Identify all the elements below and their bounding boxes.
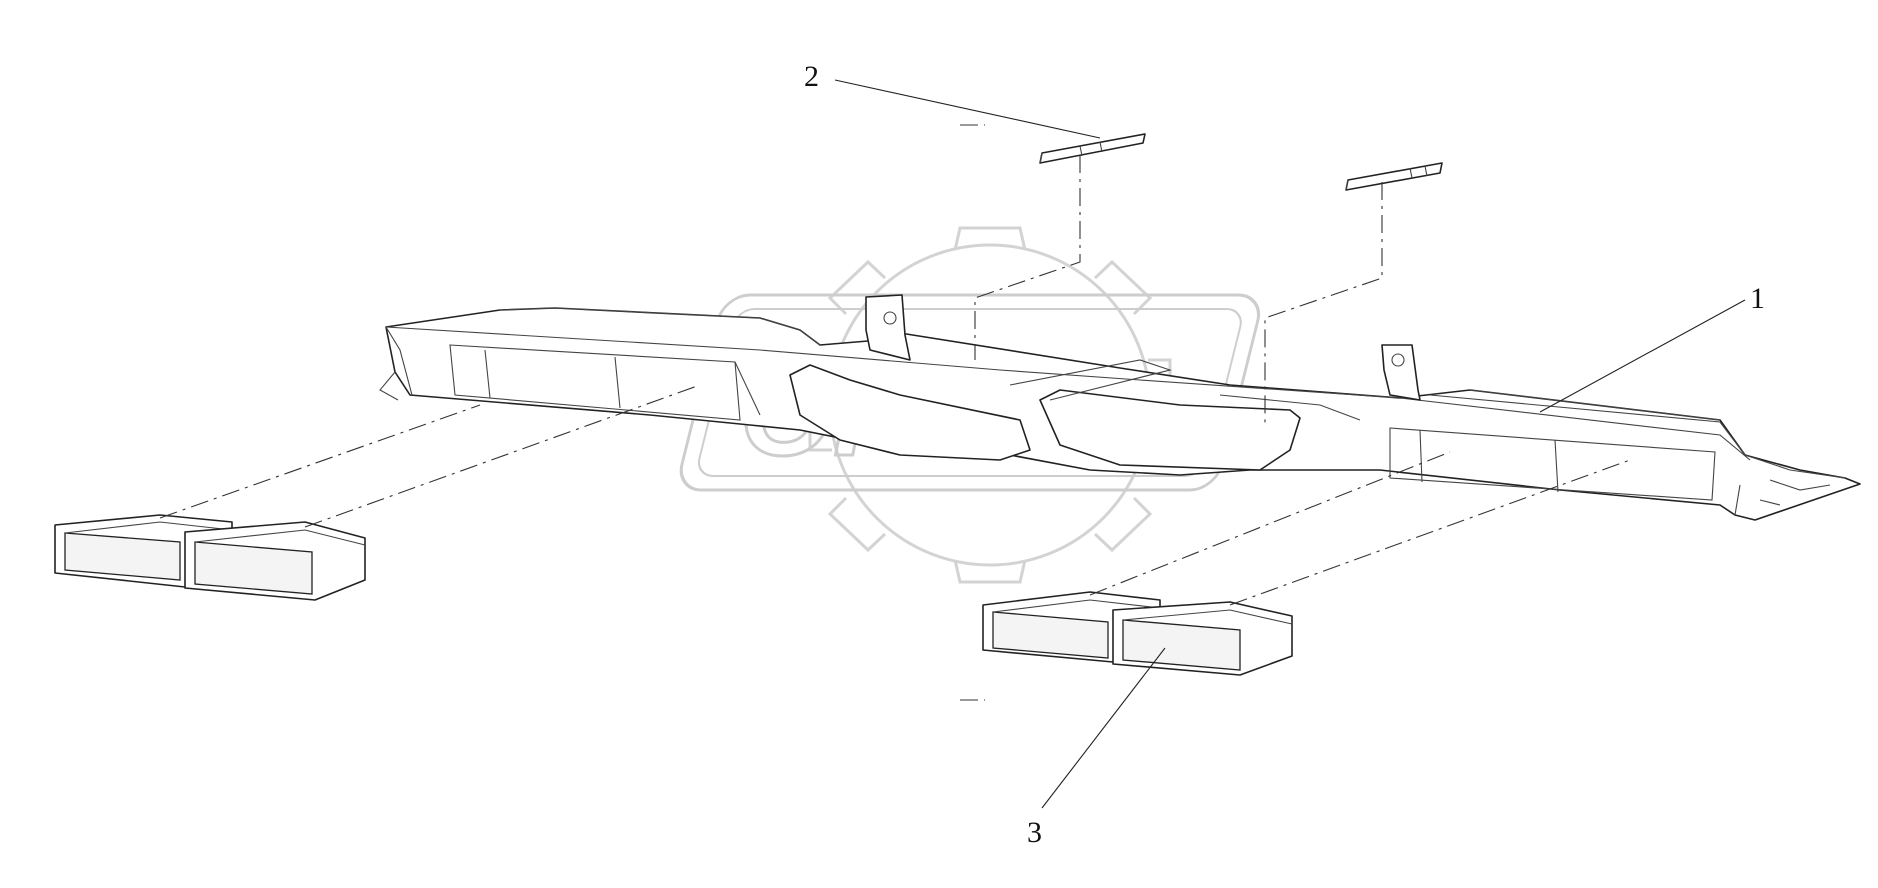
part-2-cover-left <box>1039 133 1146 164</box>
leader-lines <box>834 79 1746 809</box>
assembly-lines <box>159 124 1631 701</box>
leader-3 <box>1041 647 1166 809</box>
leader-1 <box>1539 299 1746 413</box>
part-2-cover-right <box>1345 162 1443 191</box>
callout-label-1: 1 <box>1750 282 1765 315</box>
callout-label-2: 2 <box>804 60 819 93</box>
callout-label-3: 3 <box>1027 816 1042 849</box>
part-3-vent-pair-right <box>982 591 1293 676</box>
part-1-duct-body <box>379 294 1861 521</box>
part-3-vent-pair-left <box>54 514 366 601</box>
leader-2 <box>834 79 1101 139</box>
